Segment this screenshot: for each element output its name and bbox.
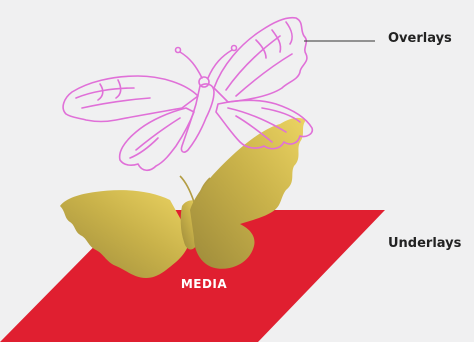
- underlays-label: Underlays: [388, 236, 462, 251]
- media-label: MEDIA: [180, 277, 228, 291]
- underlay-butterfly-icon: [60, 117, 306, 278]
- media-plane: [0, 210, 385, 342]
- overlays-label: Overlays: [388, 31, 452, 46]
- overlay-butterfly-icon: [62, 16, 314, 172]
